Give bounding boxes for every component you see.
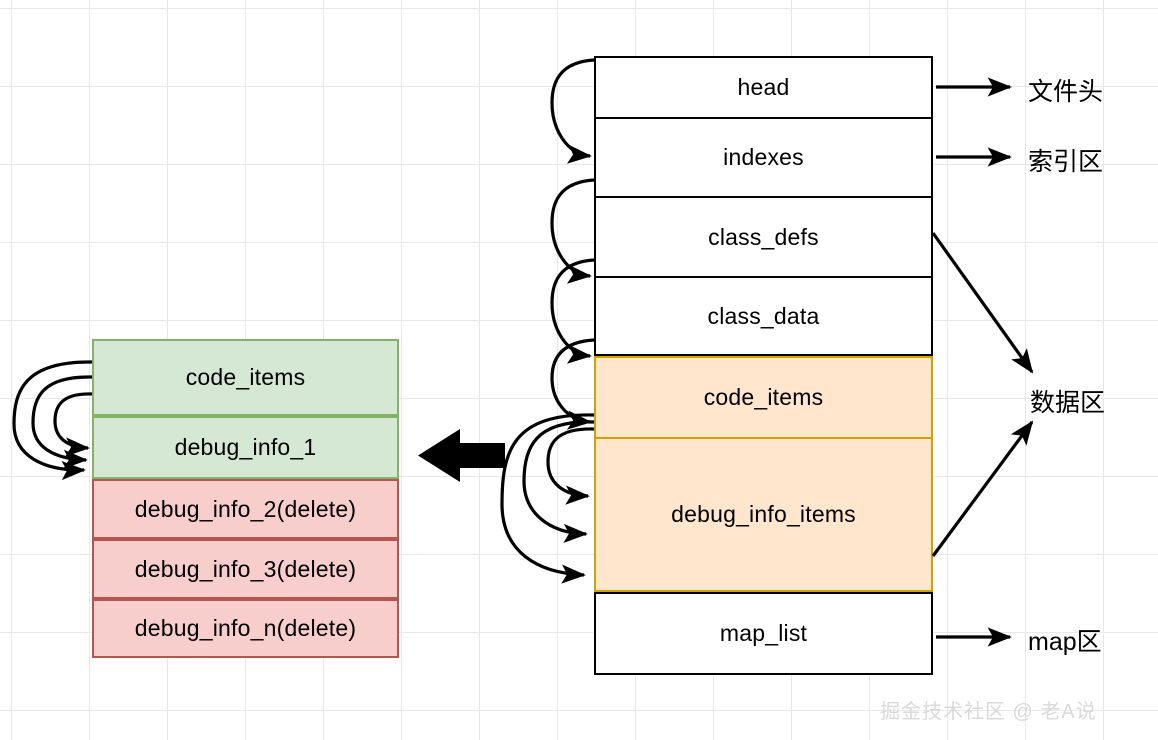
dex-block-class-data: class_data	[594, 277, 933, 356]
detail-block-debug-info-n: debug_info_n(delete)	[92, 599, 399, 658]
dex-block-debug-info-items: debug_info_items	[594, 437, 933, 592]
dex-block-head: head	[594, 56, 933, 118]
label-index-region-text: 索引区	[1028, 148, 1104, 176]
detail-loop-arrow-2	[31, 375, 93, 469]
detail-block-debug-info-2-label: debug_info_2(delete)	[134, 495, 357, 522]
detail-block-code-items-label: code_items	[185, 364, 306, 390]
dex-block-class-data-label: class_data	[707, 302, 820, 329]
arrow-class-defs-to-data-region	[931, 232, 1034, 374]
detail-loop-arrow-1	[53, 392, 93, 457]
dex-block-map-list-label: map_list	[719, 620, 808, 646]
dex-block-code-items-label: code_items	[703, 384, 824, 410]
dex-block-indexes-label: indexes	[723, 144, 804, 170]
dex-loop-arrows	[550, 58, 595, 430]
expansion-arrow	[418, 429, 505, 482]
fanout-arrow-3	[500, 413, 595, 584]
label-index-region: 索引区	[1028, 142, 1103, 178]
dex-block-indexes: indexes	[594, 118, 933, 197]
detail-block-debug-info-1-label: debug_info_1	[174, 434, 317, 460]
arrow-debug-items-to-data-region	[931, 420, 1034, 557]
detail-block-debug-info-3-label: debug_info_3(delete)	[134, 555, 357, 582]
watermark-text: 掘金技术社区 @ 老A说	[880, 701, 1097, 723]
label-data-region: 数据区	[1030, 383, 1105, 419]
watermark: 掘金技术社区 @ 老A说	[880, 695, 1097, 724]
detail-block-code-items: code_items	[92, 339, 399, 416]
dex-block-class-defs: class_defs	[594, 197, 933, 277]
detail-loop-arrows	[12, 360, 93, 481]
dex-block-code-items: code_items	[594, 356, 933, 439]
dex-block-map-list: map_list	[594, 592, 933, 675]
loop-head-to-indexes	[550, 58, 595, 164]
label-data-region-text: 数据区	[1030, 389, 1106, 417]
loop-class-defs-to-class-data	[550, 258, 595, 364]
dex-block-class-defs-label: class_defs	[708, 223, 819, 250]
fanout-arrow-2	[522, 420, 595, 543]
loop-class-data-to-code-items	[550, 338, 595, 430]
detail-loop-arrow-3	[12, 360, 93, 481]
label-file-header: 文件头	[1028, 72, 1103, 108]
label-file-header-text: 文件头	[1028, 78, 1104, 106]
detail-block-debug-info-1: debug_info_1	[92, 416, 399, 479]
loop-indexes-to-class-defs	[550, 178, 595, 284]
detail-block-debug-info-n-label: debug_info_n(delete)	[134, 615, 357, 641]
dex-debug-fanout-arrows	[500, 413, 595, 584]
detail-block-debug-info-3: debug_info_3(delete)	[92, 539, 399, 599]
label-map-region: map区	[1028, 622, 1102, 658]
dex-block-head-label: head	[737, 74, 790, 100]
fanout-arrow-1	[546, 427, 595, 505]
dex-block-debug-info-items-label: debug_info_items	[671, 501, 856, 527]
detail-block-debug-info-2: debug_info_2(delete)	[92, 479, 399, 539]
label-map-region-text: map区	[1028, 628, 1102, 656]
